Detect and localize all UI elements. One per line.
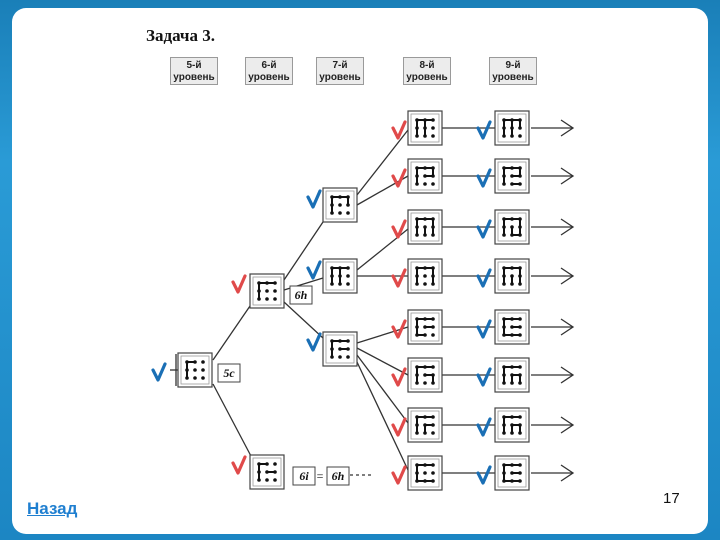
back-link[interactable]: Назад [27,499,78,518]
edge-root-6a [212,305,251,361]
level-5-number: 5-й [186,60,202,71]
edge-6a-7c [283,301,324,339]
check-level9-8 [476,465,492,485]
slide-canvas [12,8,708,534]
node-level8-5 [407,309,443,345]
node-level8-2 [407,158,443,194]
level-6-word: уровень [248,72,290,83]
tag-level6-a: 6h [295,288,308,302]
level-8-word: уровень [406,72,448,83]
check-level7-b [306,260,322,280]
edge-6a-7a [283,221,324,281]
tag-level6-b-right: 6h [332,469,345,483]
level-6-number: 6-й [261,60,277,71]
node-level6-b [249,454,285,490]
check-level9-4 [476,268,492,288]
check-level8-5 [391,319,407,339]
node-level9-8 [494,455,530,491]
arrow-level9-7 [531,416,575,434]
edge-root-6b [212,383,253,459]
check-level8-2 [391,168,407,188]
tag-root: 5c [223,366,235,380]
node-level9-2 [494,158,530,194]
arrow-level9-8 [531,464,575,482]
tag-level6-b-right-box [326,466,350,486]
check-level9-1 [476,120,492,140]
check-level8-3 [391,219,407,239]
edge-7c-8f [356,347,409,376]
edge-7c-8g [356,354,409,424]
level-9-number: 9-й [505,60,521,71]
check-level7-a [306,189,322,209]
check-level8-7 [391,417,407,437]
level-6-header: 6-й уровень [245,57,293,85]
check-level8-8 [391,465,407,485]
tag-root-box [217,363,241,383]
arrow-level9-6 [531,366,575,384]
node-level5-root [177,352,213,388]
level-9-word: уровень [492,72,534,83]
tag-level6-b-left-box [292,466,316,486]
node-level8-6 [407,357,443,393]
node-level9-1 [494,110,530,146]
tag-level6-a-box [289,285,313,305]
check-level9-5 [476,319,492,339]
edge-7c-8h [356,361,409,471]
node-level7-a [322,187,358,223]
check-level7-c [306,332,322,352]
check-level9-7 [476,417,492,437]
check-level8-4 [391,268,407,288]
node-level8-1 [407,110,443,146]
check-level8-1 [391,120,407,140]
edge-7a-8a [356,129,409,196]
tag-level6-b-equals: = [317,469,324,483]
level-5-header: 5-й уровень [170,57,218,85]
check-level9-3 [476,219,492,239]
node-level7-c [322,331,358,367]
level-7-header: 7-й уровень [316,57,364,85]
arrow-level9-1 [531,119,575,137]
page-number: 17 [663,490,680,507]
level-5-word: уровень [173,72,215,83]
node-level8-8 [407,455,443,491]
node-level9-7 [494,407,530,443]
arrow-level9-2 [531,167,575,185]
node-level7-b [322,258,358,294]
level-7-word: уровень [319,72,361,83]
node-level9-4 [494,258,530,294]
node-level9-5 [494,309,530,345]
check-root [151,362,167,382]
level-8-header: 8-й уровень [403,57,451,85]
level-8-number: 8-й [419,60,435,71]
check-level6-a [231,274,247,294]
arrow-level9-3 [531,218,575,236]
level-9-header: 9-й уровень [489,57,537,85]
check-level6-b [231,455,247,475]
check-level9-2 [476,168,492,188]
arrow-level9-5 [531,318,575,336]
check-level9-6 [476,367,492,387]
node-level9-6 [494,357,530,393]
node-level6-a [249,273,285,309]
node-level8-3 [407,209,443,245]
tag-level6-b-left: 6i [299,469,309,483]
arrow-level9-4 [531,267,575,285]
check-level8-6 [391,367,407,387]
level-7-number: 7-й [332,60,348,71]
task-title: Задача 3. [146,26,215,45]
node-level8-7 [407,407,443,443]
node-level9-3 [494,209,530,245]
node-level8-4 [407,258,443,294]
